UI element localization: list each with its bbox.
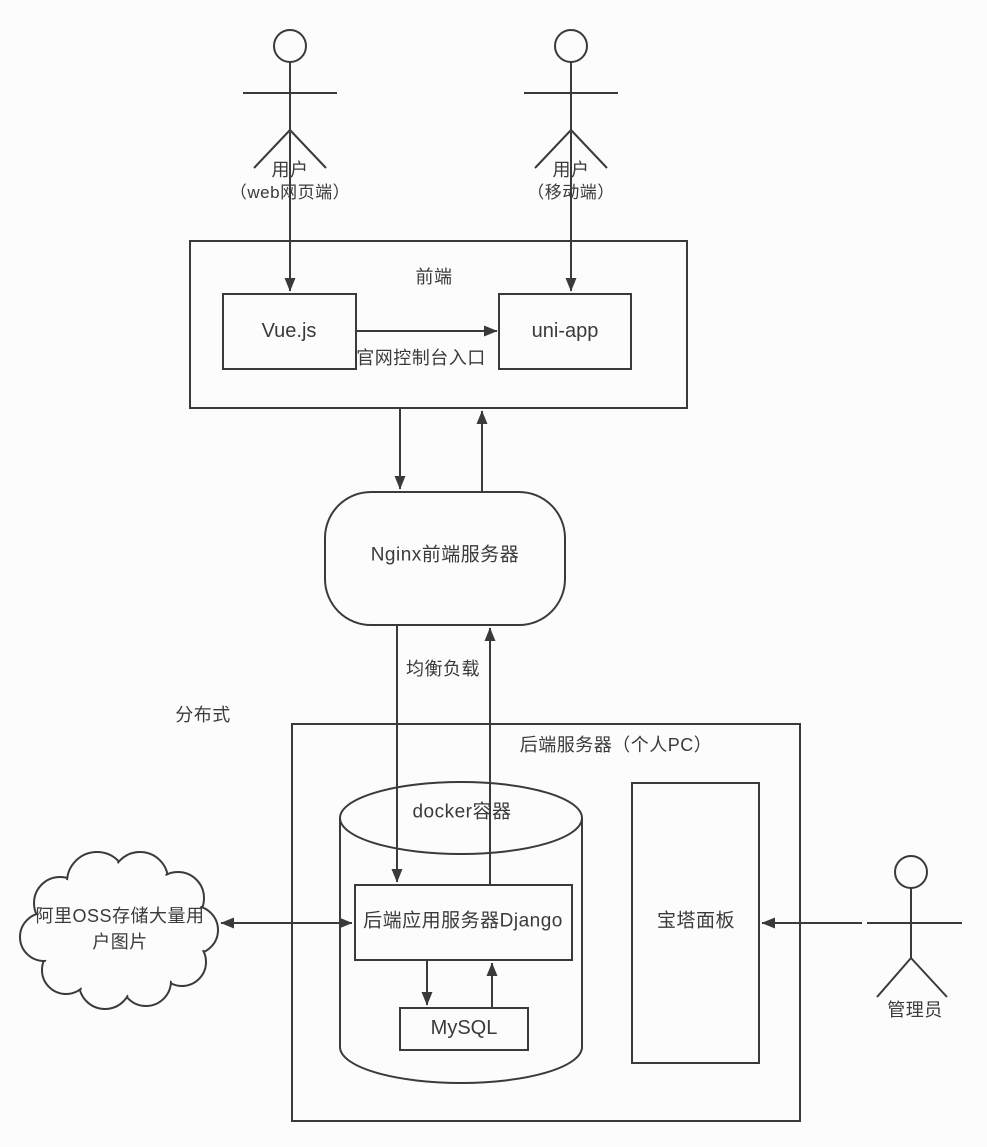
frontend-box	[189, 240, 688, 409]
admin-figure	[867, 855, 962, 998]
web-user-label: 用户	[271, 160, 309, 181]
django-label: 后端应用服务器Django	[363, 910, 563, 932]
baota-box	[631, 782, 760, 1064]
frontend-title: 前端	[415, 267, 453, 288]
oss-cloud-label-line1: 阿里OSS存储大量用	[35, 906, 205, 926]
oss-cloud-label-line2: 户图片	[92, 932, 148, 952]
mysql-label: MySQL	[430, 1017, 498, 1039]
uniapp-box	[498, 293, 632, 370]
web-user-figure	[243, 29, 337, 169]
nginx-label: Nginx前端服务器	[370, 544, 520, 566]
mobile-user-head	[554, 29, 588, 63]
mobile-user-label: 用户	[552, 160, 590, 181]
baota-label: 宝塔面板	[656, 910, 736, 932]
uniapp-label: uni-app	[531, 320, 599, 342]
admin-label: 管理员	[887, 1000, 943, 1021]
admin-head	[894, 855, 928, 889]
web-user-head	[273, 29, 307, 63]
django-box	[354, 884, 573, 961]
backend-title: 后端服务器（个人PC）	[519, 735, 713, 756]
mobile-user-figure	[524, 29, 618, 169]
distributed-label: 分布式	[175, 705, 231, 726]
web-user-sublabel: （web网页端）	[229, 182, 351, 202]
load-balance-label: 均衡负载	[406, 659, 480, 680]
mysql-box	[399, 1007, 529, 1051]
docker-label: docker容器	[412, 801, 512, 823]
mobile-user-sublabel: （移动端）	[527, 182, 615, 202]
oss-cloud-label: 阿里OSS存储大量用 户图片	[35, 903, 204, 955]
oss-cloud	[19, 851, 219, 1010]
vue-label: Vue.js	[261, 320, 317, 342]
portal-entry-note: 官网控制台入口	[356, 348, 486, 369]
docker-cylinder	[339, 781, 583, 1084]
nginx-box	[324, 491, 566, 626]
